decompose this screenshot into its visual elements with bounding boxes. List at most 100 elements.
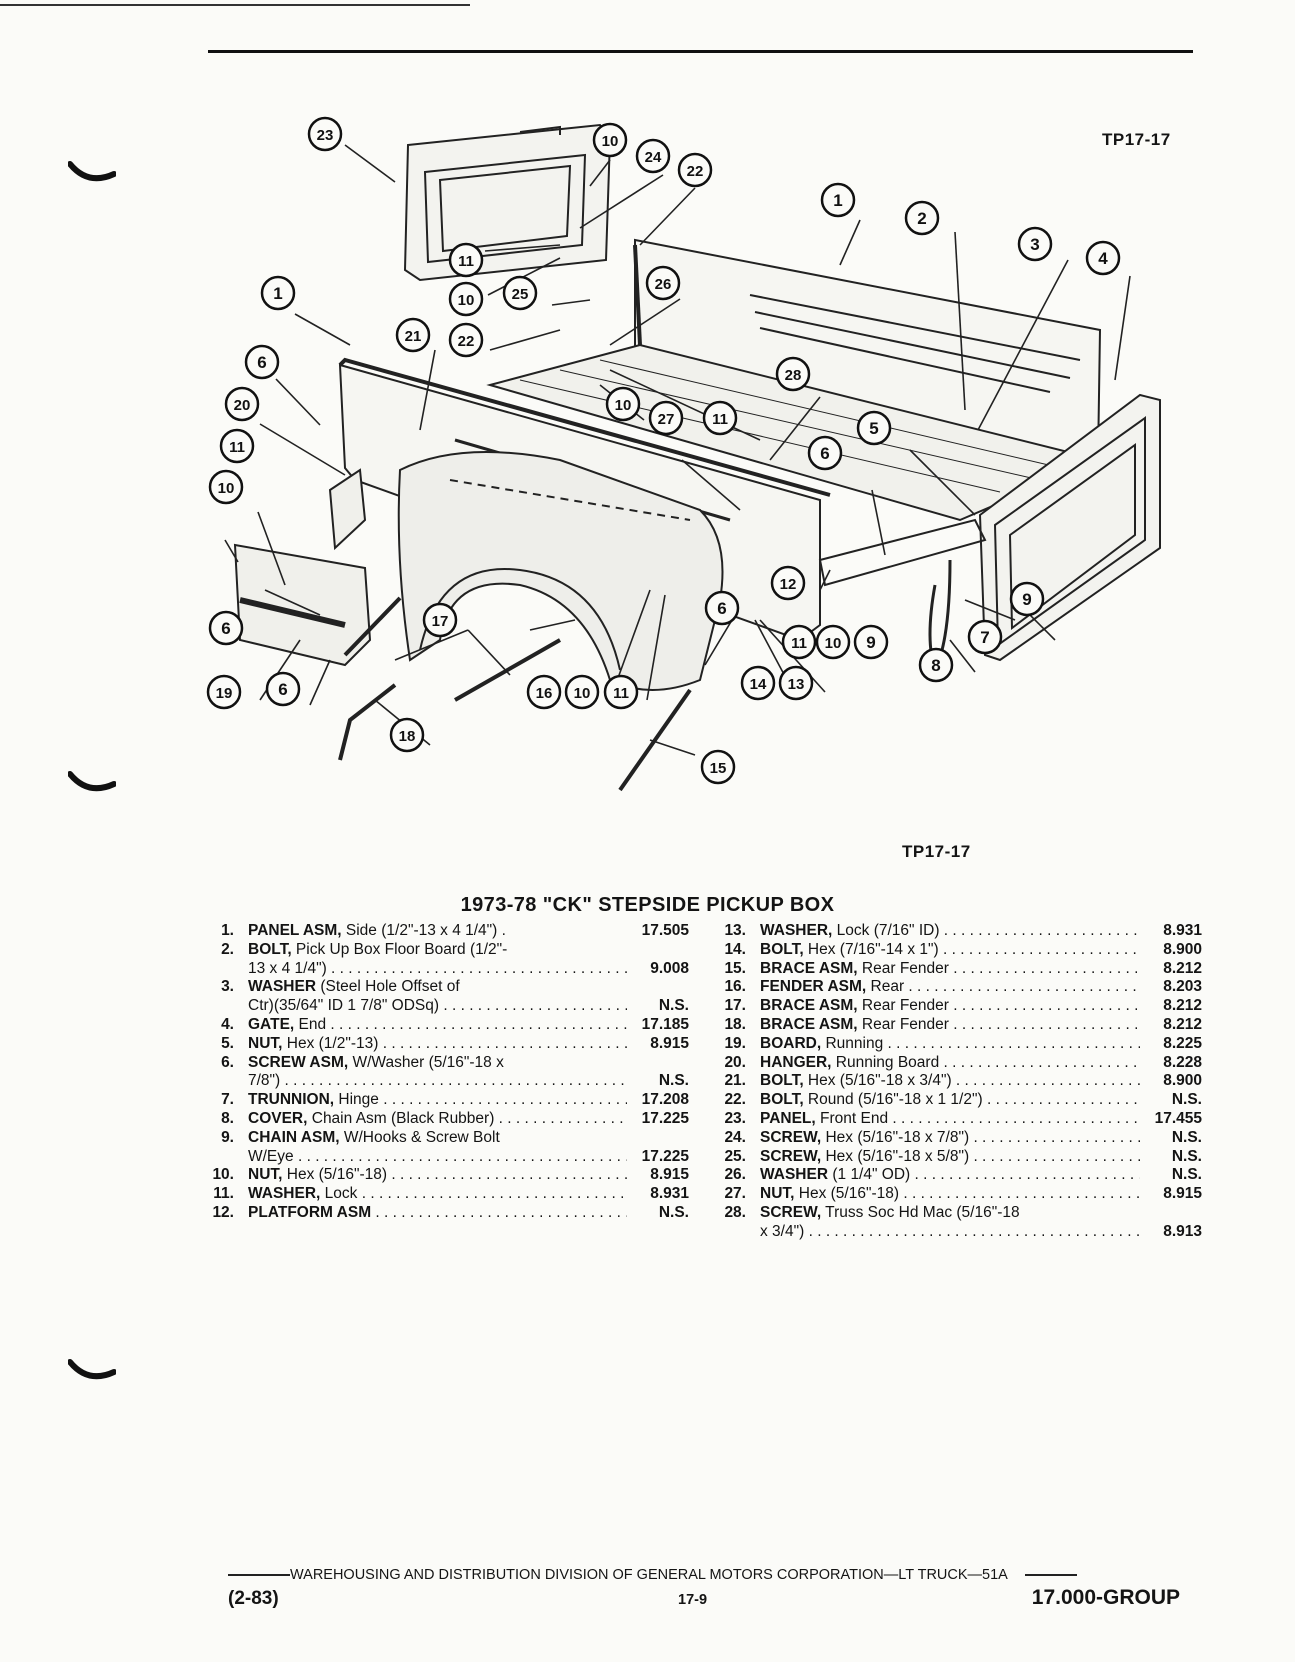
- part-group-number: N.S.: [1171, 1147, 1202, 1165]
- part-description: 13 x 4 1/4"): [248, 960, 627, 979]
- part-name: BRACE ASM,: [760, 1015, 858, 1033]
- part-group-number: 8.900: [1163, 1072, 1202, 1090]
- part-name: BOARD,: [760, 1034, 822, 1052]
- callout-16: 16: [526, 674, 562, 710]
- part-number: 11.: [213, 1185, 234, 1203]
- part-group-number: 17.225: [641, 1109, 689, 1127]
- part-detail: (1 1/4" OD): [828, 1166, 911, 1184]
- part-number: 5.: [221, 1034, 234, 1052]
- part-number: 4.: [221, 1015, 234, 1033]
- callout-6: 6: [244, 344, 280, 380]
- part-description: BOLT, Hex (5/16"-18 x 3/4"): [760, 1072, 1140, 1091]
- part-name: FENDER ASM,: [760, 978, 867, 996]
- part-detail: W/Hooks & Screw Bolt: [339, 1128, 500, 1146]
- part-number: 27.: [724, 1185, 746, 1203]
- part-description: COVER, Chain Asm (Black Rubber): [248, 1110, 627, 1129]
- callout-9: 9: [1009, 581, 1045, 617]
- callout-7: 7: [967, 619, 1003, 655]
- callout-10: 10: [815, 624, 851, 660]
- part-detail: x 3/4"): [760, 1222, 805, 1240]
- part-number: 20.: [724, 1053, 746, 1071]
- pickup-box-drawing: [233, 123, 1161, 792]
- part-description: NUT, Hex (5/16"-18): [760, 1185, 1140, 1204]
- footer-date: (2-83): [228, 1588, 279, 1609]
- callout-22: 22: [448, 322, 484, 358]
- part-group-number: 17.505: [641, 922, 689, 939]
- part-name: BOLT,: [248, 940, 292, 958]
- part-detail: Truss Soc Hd Mac (5/16"-18: [821, 1203, 1020, 1221]
- parts-row: 22.BOLT, Round (5/16"-18 x 1 1/2")N.S.: [718, 1091, 1202, 1110]
- callout-19: 19: [206, 674, 242, 710]
- parts-row: 21. BOLT, Hex (5/16"-18 x 3/4") 8.900: [718, 1072, 1202, 1091]
- part-number: 16.: [724, 978, 746, 996]
- part-name: HANGER,: [760, 1053, 832, 1071]
- callout-6: 6: [208, 610, 244, 646]
- callout-10: 10: [592, 122, 628, 158]
- part-group-number: N.S.: [658, 997, 689, 1015]
- part-detail: Running: [821, 1034, 884, 1052]
- callout-number: 7: [980, 628, 989, 647]
- callout-11: 11: [219, 428, 255, 464]
- parts-row: 18.BRACE ASM, Rear Fender8.212: [718, 1016, 1202, 1035]
- part-detail: Round (5/16"-18 x 1 1/2"): [803, 1091, 983, 1109]
- callout-15: 15: [700, 749, 736, 785]
- callout-1: 1: [820, 182, 856, 218]
- part-name: WASHER,: [760, 922, 833, 939]
- callout-26: 26: [645, 265, 681, 301]
- part-name: BOLT,: [760, 940, 804, 958]
- parts-row: 8.COVER, Chain Asm (Black Rubber)17.225: [206, 1110, 689, 1129]
- part-name: COVER,: [248, 1109, 308, 1127]
- callout-6: 6: [704, 590, 740, 626]
- part-number: 10.: [212, 1166, 234, 1184]
- part-description: BRACE ASM, Rear Fender: [760, 1016, 1140, 1035]
- parts-row: 20.HANGER, Running Board8.228: [718, 1054, 1202, 1073]
- figure-reference-bottom: TP17-17: [902, 842, 971, 861]
- part-name: PLATFORM ASM: [248, 1203, 372, 1221]
- part-name: NUT,: [760, 1185, 795, 1203]
- part-name: PANEL,: [760, 1109, 816, 1127]
- part-name: BOLT,: [760, 1072, 804, 1090]
- parts-row: 14.BOLT, Hex (7/16"-14 x 1")8.900: [718, 941, 1202, 960]
- callout-number: 6: [257, 353, 266, 372]
- callout-number: 10: [602, 133, 619, 150]
- part-group-number: 8.931: [1163, 922, 1202, 939]
- parts-row: 16.FENDER ASM, Rear8.203: [718, 978, 1202, 997]
- part-name: NUT,: [248, 1034, 283, 1052]
- parts-row: 6.SCREW ASM, W/Washer (5/16"-18 x: [206, 1054, 689, 1073]
- part-group-number: 8.225: [1163, 1034, 1202, 1052]
- parts-row: 24.SCREW, Hex (5/16"-18 x 7/8")N.S.: [718, 1129, 1202, 1148]
- callout-28: 28: [775, 356, 811, 392]
- callout-number: 17: [432, 613, 449, 630]
- callout-number: 11: [458, 253, 474, 270]
- part-description: NUT, Hex (1/2"-13): [248, 1035, 627, 1054]
- parts-row: 17.BRACE ASM, Rear Fender8.212: [718, 997, 1202, 1016]
- callout-number: 23: [317, 127, 334, 144]
- part-description: 7/8"): [248, 1072, 627, 1091]
- exploded-parts-diagram: 1123456666678991010101010101111111111121…: [206, 116, 1161, 792]
- parts-row: 19.BOARD, Running8.225: [718, 1035, 1202, 1054]
- part-description: CHAIN ASM, W/Hooks & Screw Bolt: [248, 1129, 627, 1148]
- part-detail: W/Eye: [248, 1147, 294, 1165]
- part-group-number: 8.931: [650, 1185, 689, 1203]
- parts-row: W/Eye17.225: [206, 1148, 689, 1167]
- part-name: WASHER: [760, 1166, 829, 1184]
- part-group-number: N.S.: [658, 1203, 689, 1221]
- callout-number: 20: [234, 397, 251, 414]
- part-detail: Side (1/2"-13 x 4 1/4") .: [341, 922, 506, 939]
- callout-2: 2: [904, 200, 940, 236]
- callout-number: 6: [221, 619, 230, 638]
- part-description: BOLT, Hex (7/16"-14 x 1"): [760, 941, 1140, 960]
- callout-10: 10: [605, 386, 641, 422]
- part-detail: End: [294, 1015, 327, 1033]
- callout-3: 3: [1017, 226, 1053, 262]
- footer-division-text: WAREHOUSING AND DISTRIBUTION DIVISION OF…: [290, 1567, 1008, 1583]
- callout-number: 1: [833, 191, 842, 210]
- callout-12: 12: [770, 565, 806, 601]
- callout-number: 6: [278, 680, 287, 699]
- callout-number: 19: [216, 685, 233, 702]
- binder-hole-mark: [68, 1359, 116, 1380]
- parts-row: 10.NUT, Hex (5/16"-18)8.915: [206, 1166, 689, 1185]
- part-number: 21.: [724, 1072, 746, 1090]
- callout-number: 10: [825, 635, 842, 652]
- callout-number: 16: [536, 685, 553, 702]
